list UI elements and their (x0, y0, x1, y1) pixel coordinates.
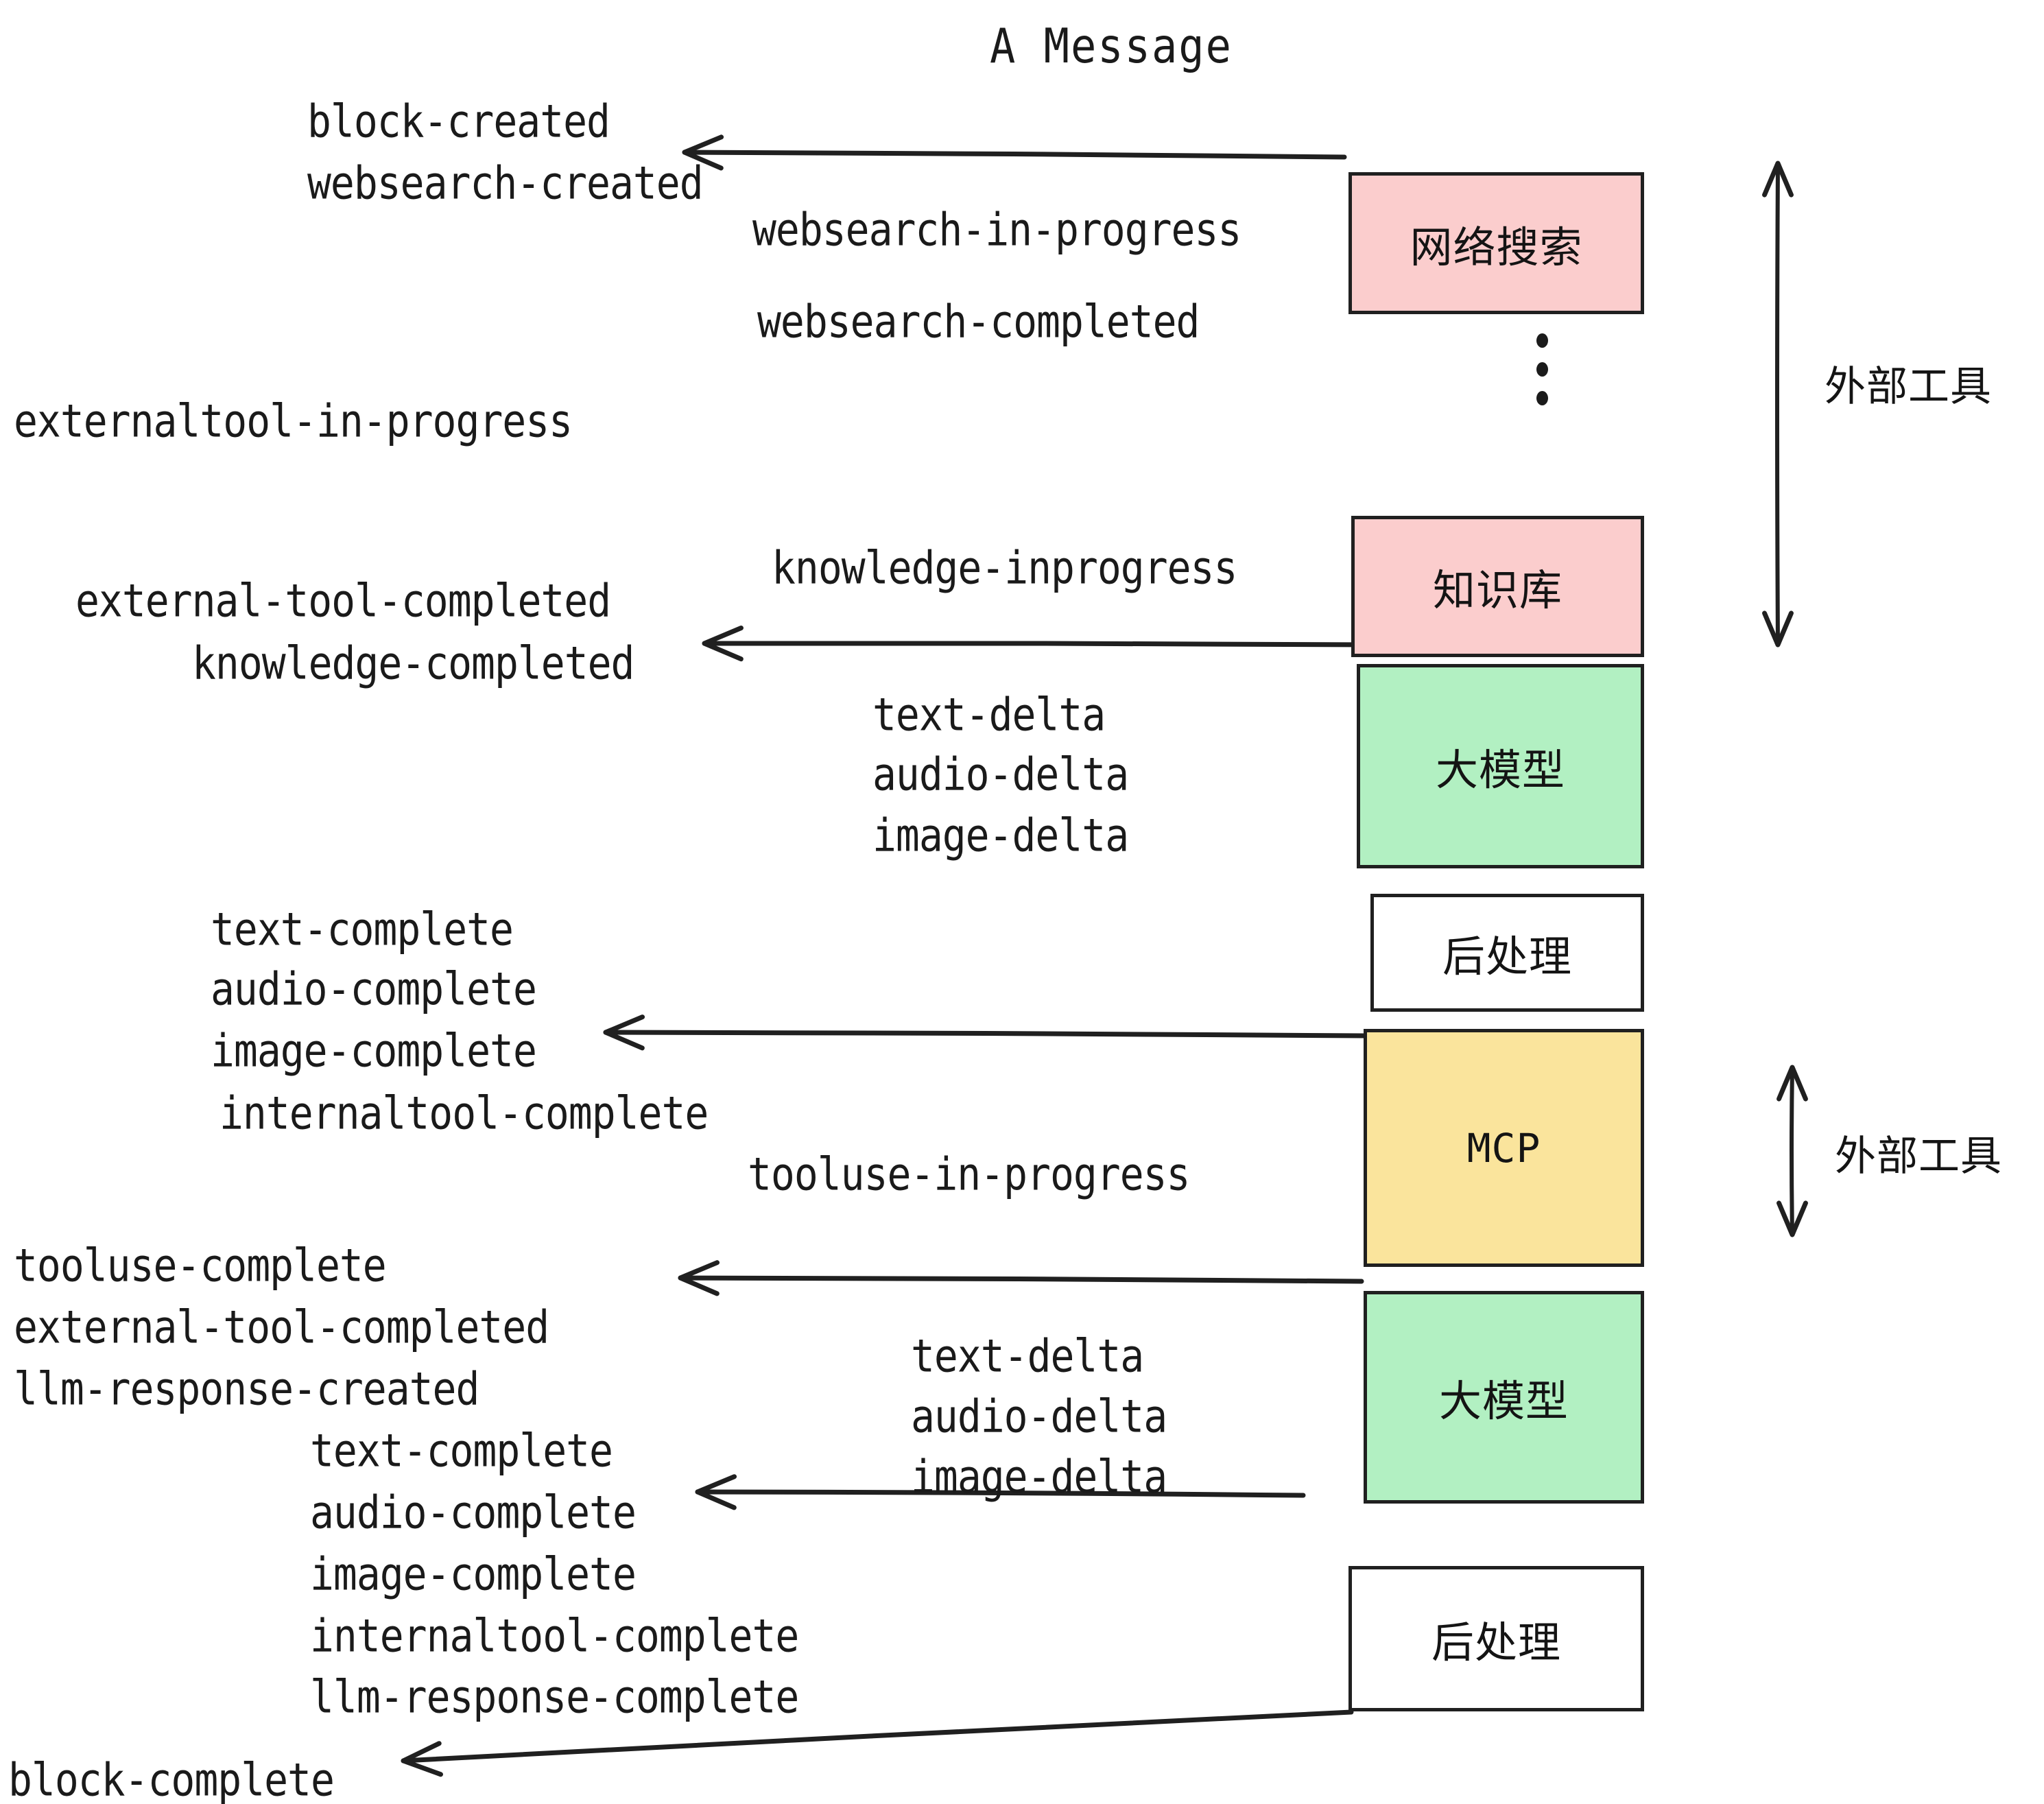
event-label-image-complete-2: image-complete (310, 1547, 637, 1601)
event-label-knowledge-inprogress: knowledge-inprogress (772, 541, 1237, 595)
box-post-1: 后处理 (1370, 894, 1644, 1012)
scope-external-tool-top-head-down (1762, 610, 1794, 648)
arrow-knowledge-completed-line (702, 641, 1375, 648)
arrow-image-complete-head (603, 1014, 645, 1051)
event-label-image-complete-1: image-complete (211, 1024, 537, 1078)
diagram-title: A Message (990, 18, 1233, 74)
event-label-audio-delta-1: audio-delta (872, 748, 1129, 801)
scope-external-tool-bottom-head-down (1776, 1200, 1808, 1237)
box-websearch: 网络搜索 (1348, 172, 1644, 314)
scope-label-external-tool-bottom: 外部工具 (1835, 1132, 2002, 1180)
event-label-externaltool-in-progress: externaltool-in-progress (14, 394, 573, 448)
event-label-audio-complete-1: audio-complete (211, 962, 537, 1016)
ellipsis-dot (1536, 362, 1548, 377)
event-label-internaltool-complete-1: internaltool-complete (219, 1087, 709, 1140)
event-label-text-complete-1: text-complete (211, 903, 514, 956)
event-label-websearch-completed: websearch-completed (757, 295, 1200, 348)
event-label-audio-complete-2: audio-complete (310, 1486, 637, 1539)
event-label-internaltool-complete-2: internaltool-complete (310, 1609, 799, 1663)
box-llm-1: 大模型 (1357, 664, 1644, 868)
box-llm-2: 大模型 (1364, 1291, 1644, 1504)
event-label-image-delta-1: image-delta (872, 809, 1129, 862)
event-label-external-tool-completed-1: external-tool-completed (75, 574, 611, 628)
vertical-ellipsis-icon (1536, 333, 1548, 405)
arrow-block-complete-head (401, 1741, 444, 1777)
box-knowledge: 知识库 (1351, 516, 1644, 657)
arrow-tooluse-complete-line (678, 1275, 1364, 1284)
ellipsis-dot (1536, 333, 1548, 348)
arrow-audio-complete-head (695, 1474, 737, 1510)
event-label-tooluse-complete: tooluse-complete (14, 1239, 387, 1292)
box-mcp: MCP (1364, 1029, 1644, 1267)
arrow-block-created-line (682, 150, 1347, 160)
event-label-external-tool-completed-2: external-tool-completed (14, 1301, 549, 1354)
event-label-llm-response-complete: llm-response-complete (310, 1670, 799, 1724)
event-label-image-delta-2: image-delta (911, 1450, 1167, 1504)
scope-label-external-tool-top: 外部工具 (1825, 363, 1992, 411)
event-label-block-created: block-created (307, 95, 610, 148)
event-label-llm-response-created: llm-response-created (14, 1362, 479, 1416)
scope-external-tool-top-head-up (1762, 161, 1794, 198)
event-label-knowledge-completed: knowledge-completed (192, 637, 634, 690)
arrow-tooluse-complete-head (678, 1260, 720, 1296)
event-label-text-complete-2: text-complete (310, 1424, 613, 1477)
scope-external-tool-bottom-head-up (1776, 1065, 1808, 1102)
event-label-text-delta-2: text-delta (911, 1329, 1144, 1383)
arrow-knowledge-completed-head (702, 626, 744, 662)
box-post-2: 后处理 (1348, 1566, 1644, 1711)
event-label-websearch-created: websearch-created (307, 156, 704, 210)
event-label-text-delta-1: text-delta (872, 688, 1106, 741)
event-label-tooluse-in-progress: tooluse-in-progress (748, 1148, 1190, 1201)
arrow-image-complete-line (603, 1030, 1368, 1039)
event-label-audio-delta-2: audio-delta (911, 1390, 1167, 1443)
event-label-websearch-in-progress: websearch-in-progress (752, 203, 1241, 257)
event-label-block-complete: block-complete (8, 1753, 335, 1804)
ellipsis-dot (1536, 391, 1548, 405)
scope-external-tool-top-line (1775, 161, 1780, 647)
